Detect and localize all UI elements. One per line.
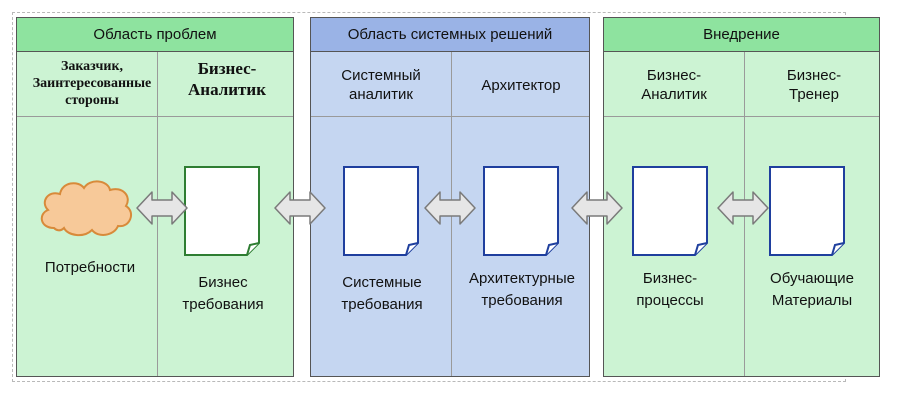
double-arrow-icon bbox=[571, 190, 623, 226]
role-row-divider bbox=[17, 116, 293, 117]
label-architecture-requirements: Архитектурные требования bbox=[469, 270, 575, 309]
role-architect: Архитектор bbox=[481, 77, 561, 94]
double-arrow-icon bbox=[274, 190, 326, 226]
label-business-processes: Бизнес- процессы bbox=[636, 270, 704, 309]
label-system-requirements: Системные требования bbox=[341, 274, 423, 313]
role-business-trainer: Бизнес- Тренер bbox=[786, 67, 842, 103]
document-icon bbox=[343, 166, 419, 256]
role-customer: Заказчик, Заинтересованные стороны bbox=[32, 59, 152, 108]
cloud-icon bbox=[34, 172, 138, 242]
role-row-divider bbox=[604, 116, 879, 117]
document-icon bbox=[769, 166, 845, 256]
panel-implementation-title: Внедрение bbox=[604, 18, 879, 52]
panel-solutions-title: Область системных решений bbox=[311, 18, 589, 52]
double-arrow-icon bbox=[136, 190, 188, 226]
role-business-analyst: Бизнес- Аналитик bbox=[188, 59, 266, 99]
role-row-divider bbox=[311, 116, 589, 117]
document-icon bbox=[483, 166, 559, 256]
label-training-materials: Обучающие Материалы bbox=[770, 270, 854, 309]
double-arrow-icon bbox=[424, 190, 476, 226]
role-business-analyst-2: Бизнес- Аналитик bbox=[641, 67, 707, 103]
panel-problems-title: Область проблем bbox=[17, 18, 293, 52]
double-arrow-icon bbox=[717, 190, 769, 226]
label-business-requirements: Бизнес требования bbox=[182, 274, 264, 313]
role-system-analyst: Системный аналитик bbox=[341, 67, 421, 103]
label-needs: Потребности bbox=[44, 259, 136, 276]
document-icon bbox=[632, 166, 708, 256]
document-icon bbox=[184, 166, 260, 256]
